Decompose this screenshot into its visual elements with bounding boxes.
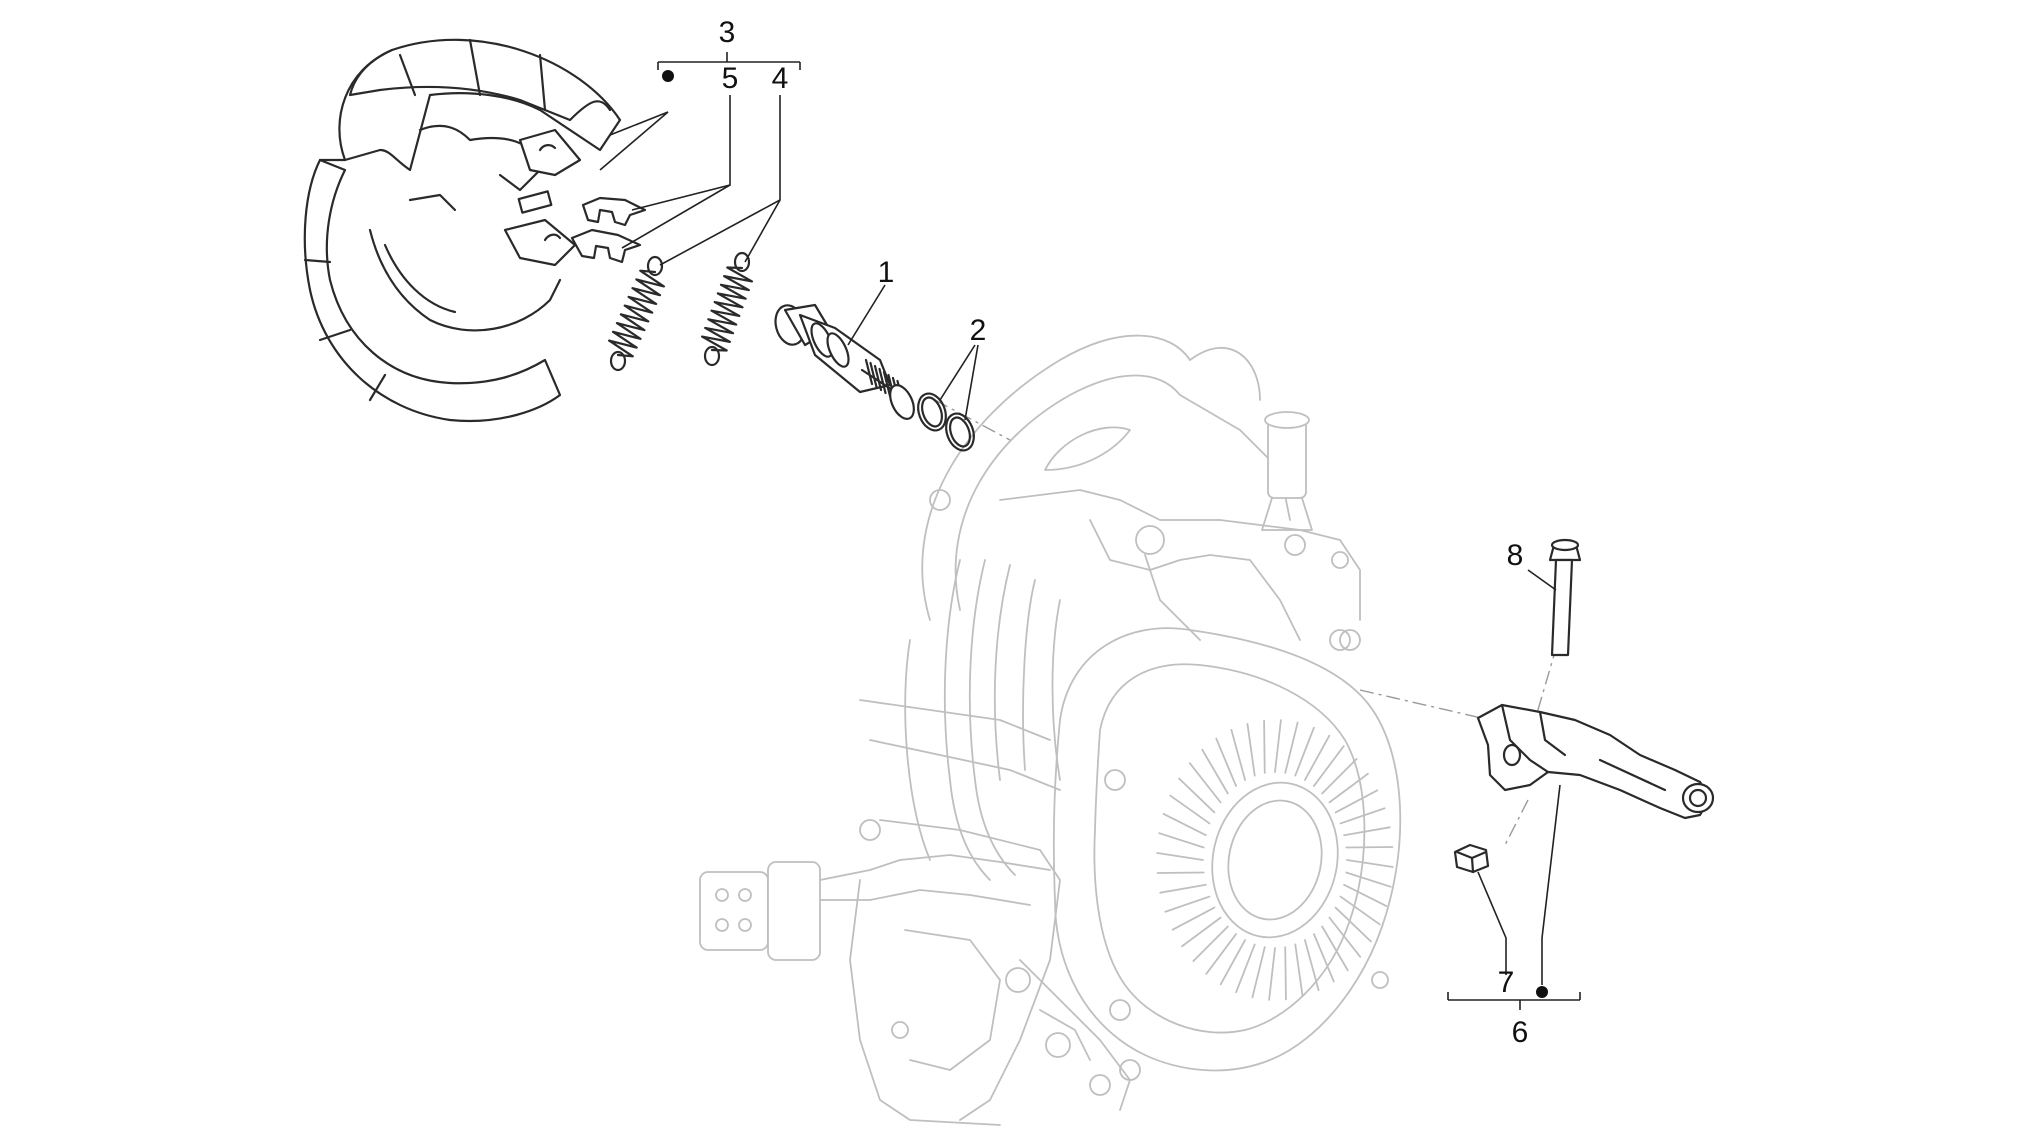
fin	[1345, 871, 1392, 888]
leader-lines	[599, 52, 1581, 1010]
fin	[1162, 812, 1207, 837]
spring-hook	[646, 255, 664, 277]
fin	[1246, 722, 1256, 777]
fin	[1169, 794, 1211, 825]
spline-tooth	[878, 367, 887, 395]
fin	[1339, 807, 1386, 825]
fin	[1294, 726, 1315, 777]
cooling-fins	[1156, 719, 1394, 1001]
bullet-marker-top	[662, 70, 674, 82]
spring-left	[608, 255, 665, 372]
fin	[1230, 729, 1246, 781]
fin	[1313, 745, 1345, 787]
brake-cam-shaft	[774, 303, 915, 420]
fin	[1304, 734, 1331, 781]
fin	[1343, 826, 1391, 837]
callout-2: 2	[970, 314, 987, 347]
spline-tooth	[864, 358, 874, 386]
callout-7: 7	[1498, 966, 1515, 999]
fin	[1171, 906, 1216, 931]
fin	[1313, 933, 1335, 983]
fin	[1181, 916, 1222, 948]
fin	[1339, 895, 1381, 926]
fin	[1284, 946, 1287, 1001]
o-rings	[917, 392, 975, 452]
spring-right	[700, 251, 754, 367]
spring-hook	[733, 251, 751, 273]
fin	[1328, 772, 1369, 804]
fin	[1268, 947, 1276, 1001]
fin	[1158, 832, 1205, 849]
spring-hook	[609, 350, 627, 372]
brake-shoes	[303, 38, 622, 422]
fin	[1346, 859, 1394, 868]
fin	[1321, 758, 1358, 795]
flywheel-fan-cover	[1052, 627, 1402, 1072]
lever-bolt	[1548, 538, 1582, 657]
brake-springs	[608, 251, 754, 372]
fin	[1284, 721, 1299, 774]
fin	[1334, 906, 1372, 943]
shoe-clips	[570, 196, 647, 264]
spring-coil	[608, 269, 665, 358]
callout-8: 8	[1507, 539, 1524, 572]
fin	[1215, 737, 1237, 787]
spline-tooth	[882, 370, 892, 398]
fin	[1219, 939, 1246, 986]
fin	[1343, 883, 1388, 908]
fin	[1178, 777, 1216, 814]
fin	[1321, 925, 1349, 972]
callout-3: 3	[719, 16, 736, 49]
fin	[1334, 789, 1379, 814]
fin	[1294, 943, 1304, 998]
engine-casing-ghost	[699, 334, 1361, 1126]
callout-4: 4	[772, 62, 789, 95]
callout-5: 5	[722, 62, 739, 95]
fin	[1328, 916, 1362, 958]
fin	[1192, 925, 1229, 962]
assembly-axis-lines	[934, 399, 1558, 846]
callout-1: 1	[878, 256, 895, 289]
fin	[1235, 943, 1256, 994]
fin	[1159, 883, 1207, 894]
spline-tooth	[873, 364, 883, 392]
fin	[1304, 939, 1320, 991]
fin	[1164, 895, 1211, 913]
spring-hook	[703, 345, 721, 367]
spring-coil	[700, 266, 754, 352]
lever-nut	[1453, 843, 1490, 874]
fin	[1188, 762, 1222, 804]
fin	[1205, 933, 1237, 975]
bullet-marker-bottom	[1536, 986, 1548, 998]
callout-6: 6	[1512, 1016, 1529, 1049]
fin	[1251, 946, 1266, 999]
fin	[1201, 748, 1229, 795]
spline-tooth	[869, 361, 878, 389]
fin	[1263, 719, 1266, 774]
fin	[1156, 852, 1204, 861]
brake-lever	[1476, 703, 1715, 820]
fin	[1274, 719, 1282, 773]
